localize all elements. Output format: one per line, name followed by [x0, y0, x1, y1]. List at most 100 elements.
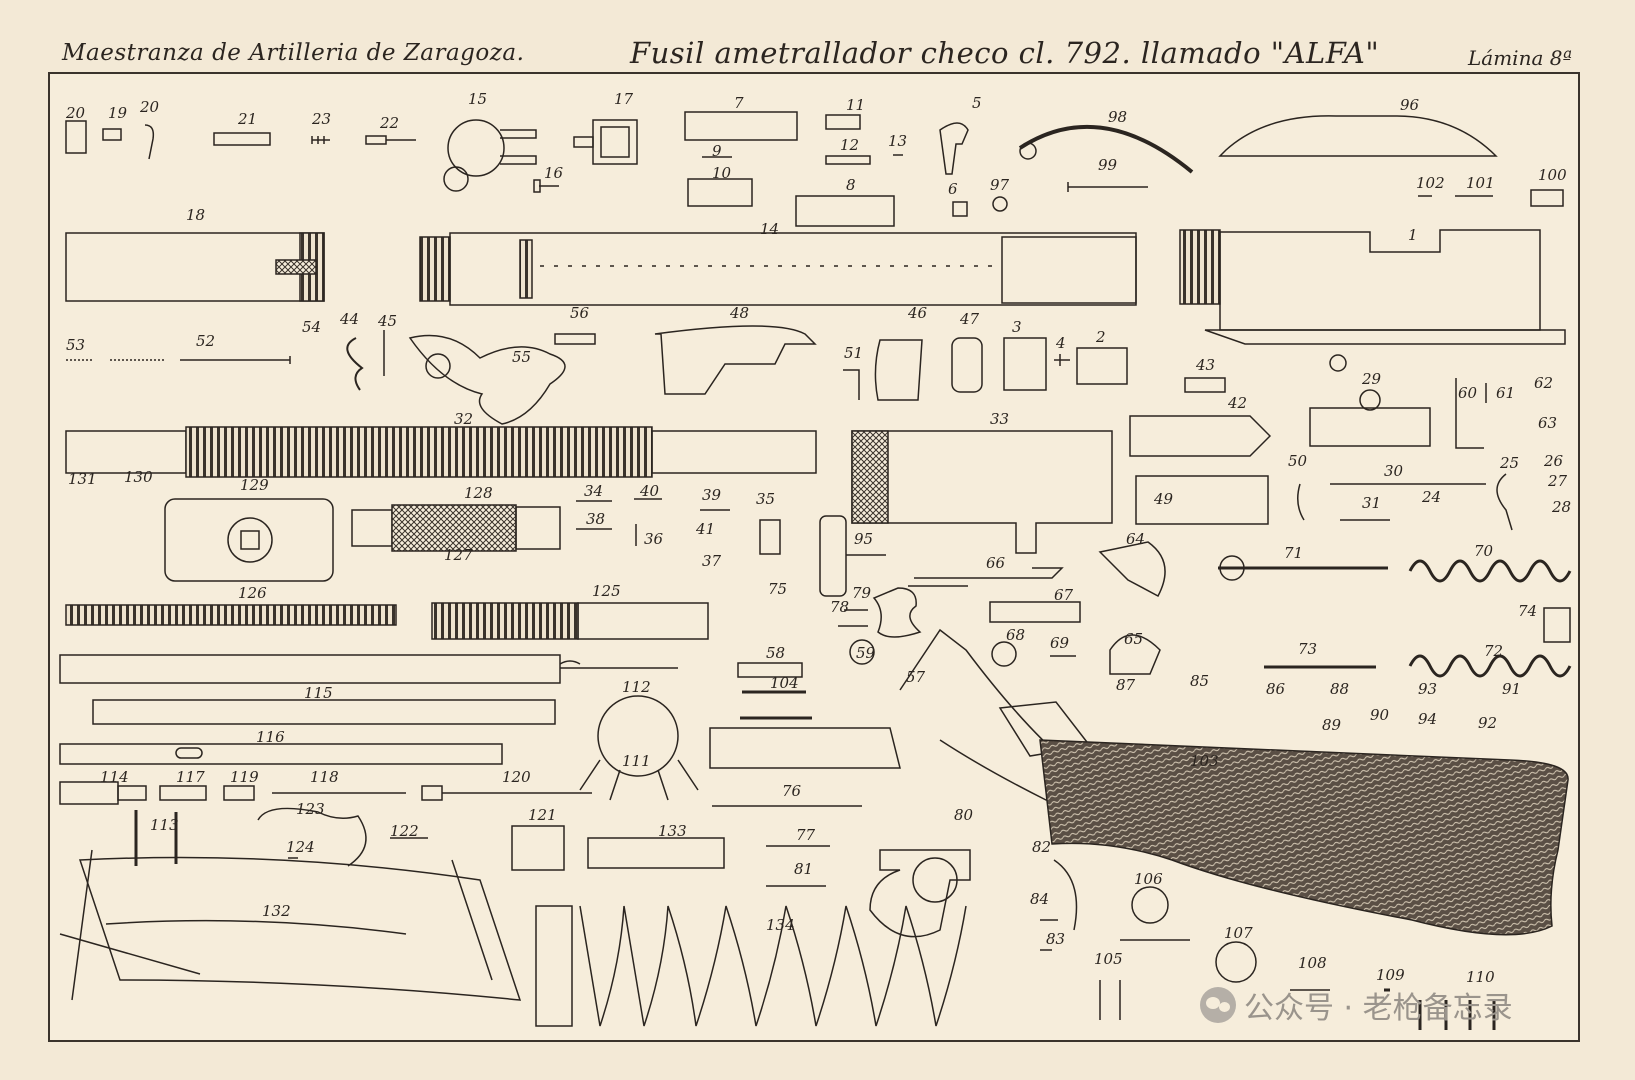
label-100: 100: [1538, 166, 1567, 184]
part-129-plate: [164, 498, 334, 582]
label-30: 30: [1384, 462, 1404, 480]
part-66-handle: [872, 587, 922, 638]
part-116-rod: [59, 743, 503, 765]
label-118: 118: [310, 768, 339, 786]
label-18: 18: [186, 206, 205, 224]
part-32-gas-cylinder: [185, 426, 653, 478]
label-38: 38: [586, 510, 605, 528]
label-7: 7: [734, 94, 744, 112]
label-8: 8: [846, 176, 856, 194]
label-24: 24: [1421, 488, 1441, 506]
label-120: 120: [502, 768, 531, 786]
label-14: 14: [760, 220, 779, 238]
label-54: 54: [302, 318, 321, 336]
label-10: 10: [712, 164, 732, 182]
part-103-buttstock: [1039, 739, 1569, 936]
label-111: 111: [622, 752, 651, 770]
label-87: 87: [1116, 676, 1136, 694]
label-4: 4: [1055, 334, 1066, 352]
label-128: 128: [464, 484, 493, 502]
label-80: 80: [954, 806, 974, 824]
label-66: 66: [986, 554, 1006, 572]
label-106: 106: [1134, 870, 1163, 888]
label-27: 27: [1547, 472, 1568, 490]
label-42: 42: [1227, 394, 1247, 412]
label-56: 56: [570, 304, 590, 322]
label-26: 26: [1543, 452, 1564, 470]
label-101: 101: [1466, 174, 1495, 192]
label-19: 19: [108, 104, 128, 122]
label-60: 60: [1458, 384, 1478, 402]
label-32: 32: [454, 410, 473, 428]
label-97: 97: [990, 176, 1010, 194]
label-134: 134: [766, 916, 795, 934]
label-1: 1: [1408, 226, 1418, 244]
part-80-trigger-guard: [869, 849, 971, 938]
label-72: 72: [1484, 642, 1503, 660]
label-58: 58: [766, 644, 785, 662]
label-44: 44: [339, 310, 359, 328]
label-122: 122: [390, 822, 419, 840]
part-133-plate: [587, 837, 725, 869]
label-84: 84: [1030, 890, 1049, 908]
label-123: 123: [296, 800, 325, 818]
label-55: 55: [512, 348, 531, 366]
label-105: 105: [1094, 950, 1123, 968]
label-39: 39: [702, 486, 722, 504]
label-99: 99: [1098, 156, 1118, 174]
part-112-mount: [597, 695, 679, 777]
label-91: 91: [1502, 680, 1521, 698]
part-98-spring: [1018, 124, 1194, 174]
label-6: 6: [948, 180, 958, 198]
label-29: 29: [1361, 370, 1382, 388]
label-125: 125: [592, 582, 621, 600]
label-117: 117: [176, 768, 205, 786]
label-13: 13: [888, 132, 907, 150]
label-133: 133: [658, 822, 687, 840]
label-63: 63: [1538, 414, 1557, 432]
label-75: 75: [768, 580, 787, 598]
label-51: 51: [844, 344, 863, 362]
part-33-breech-block: [851, 430, 1113, 554]
watermark: 公众号 · 老枪备忘录: [1200, 985, 1513, 1026]
label-41: 41: [695, 520, 715, 538]
label-16: 16: [544, 164, 564, 182]
label-124: 124: [286, 838, 315, 856]
label-34: 34: [584, 482, 603, 500]
label-31: 31: [1362, 494, 1381, 512]
label-59: 59: [856, 644, 876, 662]
part-96-cover: [1218, 115, 1498, 157]
label-90: 90: [1370, 706, 1390, 724]
label-71: 71: [1284, 544, 1303, 562]
label-40: 40: [639, 482, 660, 500]
label-62: 62: [1534, 374, 1553, 392]
part-128-knob: [391, 504, 517, 552]
label-35: 35: [756, 490, 775, 508]
label-64: 64: [1126, 530, 1145, 548]
part-67-bolt: [989, 601, 1081, 623]
part-1-receiver: [1219, 229, 1541, 331]
part-57-trigger-frame: [709, 727, 901, 769]
label-76: 76: [782, 782, 802, 800]
workshop-title: Maestranza de Artilleria de Zaragoza.: [62, 40, 525, 66]
label-110: 110: [1466, 968, 1495, 986]
plate-header: Maestranza de Artilleria de Zaragoza. Fu…: [0, 0, 1635, 72]
label-132: 132: [262, 902, 291, 920]
label-47: 47: [959, 310, 980, 328]
label-25: 25: [1499, 454, 1519, 472]
label-89: 89: [1322, 716, 1342, 734]
label-121: 121: [528, 806, 557, 824]
label-73: 73: [1298, 640, 1317, 658]
label-3: 3: [1012, 318, 1022, 336]
label-48: 48: [729, 304, 749, 322]
part-55-wrench: [408, 334, 566, 425]
label-103: 103: [1190, 752, 1219, 770]
label-52: 52: [196, 332, 215, 350]
label-82: 82: [1032, 838, 1051, 856]
label-81: 81: [794, 860, 813, 878]
part-48-grip: [654, 325, 817, 395]
label-45: 45: [377, 312, 397, 330]
part-42-bolt-carrier: [1129, 415, 1272, 457]
label-86: 86: [1266, 680, 1286, 698]
label-116: 116: [256, 728, 285, 746]
